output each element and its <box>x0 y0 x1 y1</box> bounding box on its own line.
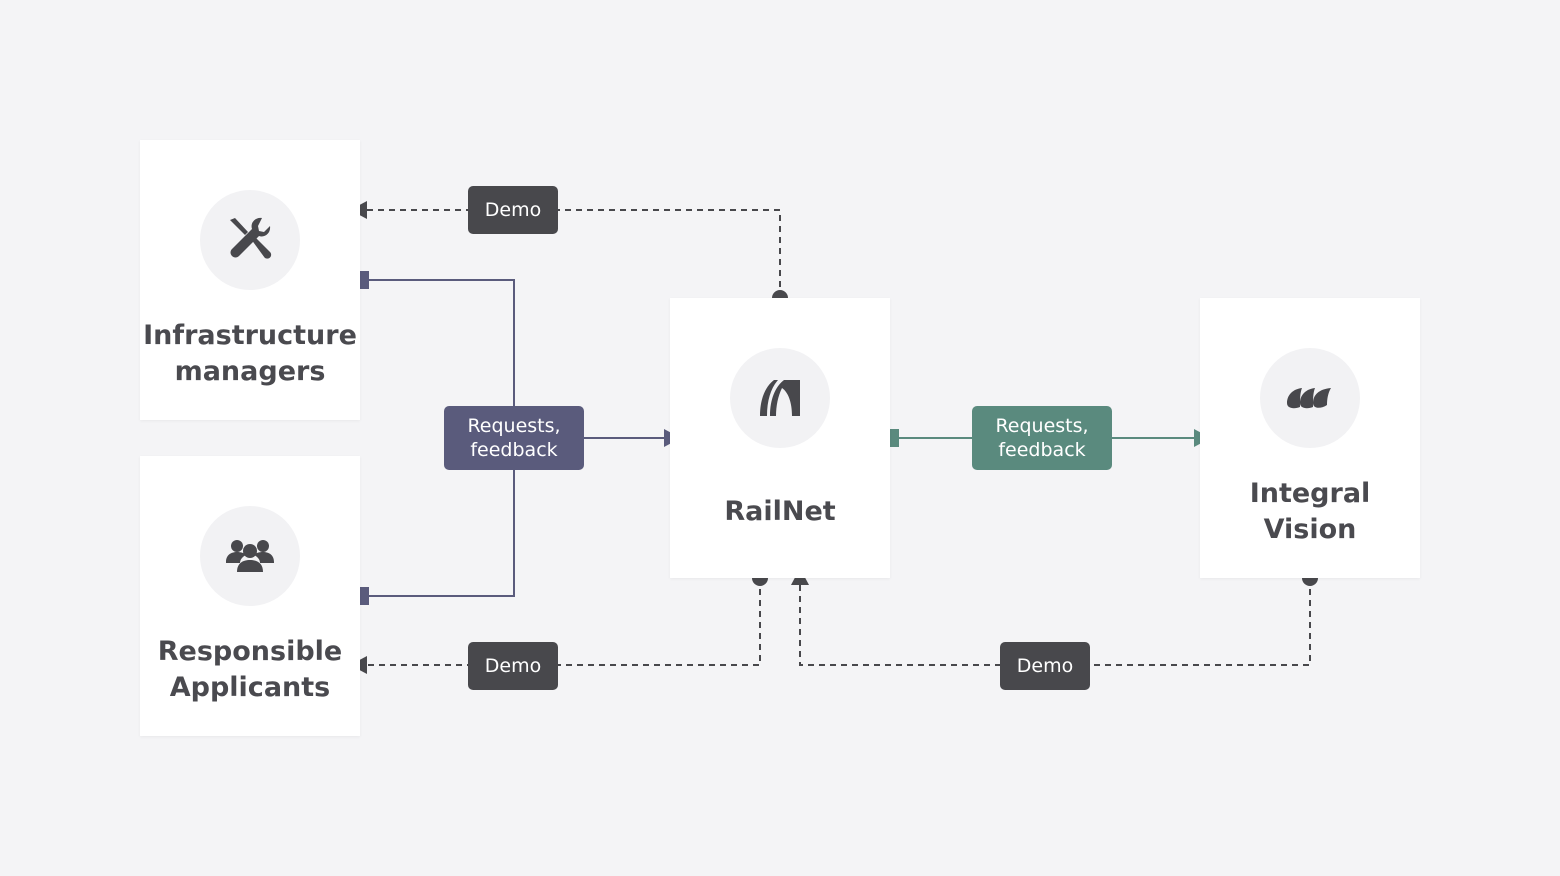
icon-circle <box>730 348 830 448</box>
node-title-line1: Integral <box>1249 478 1371 509</box>
demo-connector-bottom-left <box>362 578 761 666</box>
icon-circle <box>1260 348 1360 448</box>
icon-circle <box>200 190 300 290</box>
requests-feedback-label-right: Requests, feedback <box>972 406 1112 470</box>
people-group-icon <box>226 540 274 572</box>
node-title-line1: Responsible <box>157 636 343 667</box>
requests-label-line1: Requests, <box>467 415 561 437</box>
tools-icon <box>230 217 272 259</box>
requests-label-line2: feedback <box>470 439 558 461</box>
railnet-logo-icon <box>760 380 800 416</box>
node-responsible-applicants: Responsible Applicants <box>140 456 360 736</box>
icon-circle <box>200 506 300 606</box>
requests-feedback-label-left: Requests, feedback <box>444 406 584 470</box>
node-railnet: RailNet <box>670 298 890 578</box>
integral-vision-logo-icon <box>1287 388 1331 409</box>
node-title-line2: Applicants <box>169 672 331 703</box>
demo-label-bottom-right: Demo <box>1000 642 1090 690</box>
node-title: RailNet <box>724 496 836 527</box>
demo-label-bottom-left: Demo <box>468 642 558 690</box>
requests-label-line1: Requests, <box>995 415 1089 437</box>
node-integral-vision: Integral Vision <box>1200 298 1420 578</box>
node-infrastructure-managers: Infrastructure managers <box>140 140 360 420</box>
requests-label-line2: feedback <box>998 439 1086 461</box>
demo-label-top: Demo <box>468 186 558 234</box>
node-title-line2: Vision <box>1263 514 1357 545</box>
node-title-line2: managers <box>174 356 326 387</box>
node-title-line1: Infrastructure <box>143 320 357 351</box>
demo-connector-top <box>362 209 781 298</box>
